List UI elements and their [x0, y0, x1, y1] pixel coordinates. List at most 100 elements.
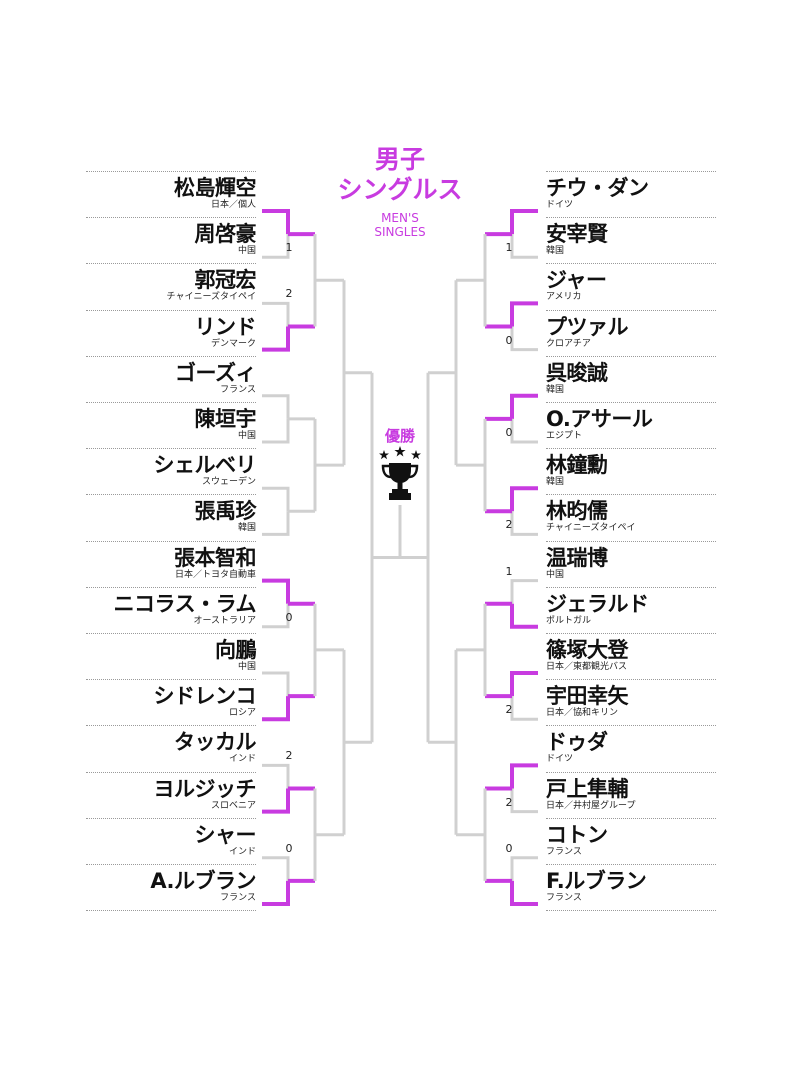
player-entry: 周啓豪中国: [86, 222, 257, 257]
row-divider: [86, 586, 256, 588]
player-country: 日本／協和キリン: [546, 708, 619, 719]
player-country: 中国: [546, 569, 565, 580]
player-country: フランス: [220, 893, 256, 903]
player-entry: タッカルインド: [86, 730, 257, 765]
player-country: 中国: [237, 246, 256, 257]
bracket-arm: [262, 234, 290, 259]
player-entry: 温瑞博中国: [546, 546, 716, 581]
row-divider: [546, 771, 716, 773]
match-score: 0: [505, 426, 513, 439]
player-entry: 向鵬中国: [86, 638, 257, 673]
trophy-icon: [379, 446, 421, 500]
player-entry: シェルベリスウェーデン: [86, 453, 257, 488]
row-divider: [546, 402, 716, 403]
player-name: 張本智和: [174, 545, 257, 570]
player-country: 日本／トヨタ自動車: [174, 569, 256, 580]
bracket-arm: [510, 880, 538, 906]
player-name: 宇田幸矢: [546, 684, 629, 709]
bracket-arm: [510, 209, 538, 235]
row-divider: [86, 355, 256, 357]
player-name: シェルベリ: [153, 453, 257, 478]
row-divider: [546, 217, 716, 219]
player-name: ジャー: [546, 268, 607, 293]
match-score: 0: [505, 841, 513, 855]
player-entry: 宇田幸矢日本／協和キリン: [546, 684, 716, 719]
player-entry: 張本智和日本／トヨタ自動車: [86, 545, 257, 581]
player-entry: ドゥダドイツ: [546, 730, 716, 765]
row-divider: [546, 540, 716, 542]
player-country: ポルトガル: [546, 615, 592, 626]
player-name: 呉晙誠: [546, 360, 608, 385]
player-country: クロアチア: [546, 338, 591, 349]
player-entry: 林鐘勳韓国: [546, 453, 716, 488]
player-entry: 張禹珍韓国: [86, 499, 257, 534]
row-divider: [86, 494, 256, 496]
row-divider: [546, 864, 716, 865]
player-entry: 陳垣宇中国: [86, 407, 257, 442]
row-divider: [86, 171, 256, 172]
player-country: デンマーク: [210, 338, 256, 349]
bracket-arm: [510, 418, 538, 444]
bracket-arm: [510, 511, 538, 536]
row-divider: [86, 817, 256, 819]
player-name: ゴーズィ: [175, 360, 256, 385]
row-divider: [546, 171, 716, 172]
player-country: チャイニーズタイペイ: [546, 523, 636, 534]
player-entry: 篠塚大登日本／東都観光バス: [546, 638, 716, 673]
bracket-arm: [510, 763, 538, 789]
bracket-arm: [262, 511, 290, 536]
row-divider: [86, 448, 256, 450]
player-name: 陳垣宇: [194, 407, 257, 431]
bracket-arm: [510, 696, 538, 721]
match-score: 2: [505, 703, 513, 717]
player-entry: ゴーズィフランス: [86, 361, 256, 396]
player-name: 安宰賢: [546, 222, 608, 247]
row-divider: [546, 817, 716, 819]
player-entry: 戸上隼輔日本／井村屋グループ: [546, 777, 716, 812]
player-country: オーストラリア: [193, 615, 256, 626]
bracket-arm: [262, 326, 290, 352]
player-name: シャー: [194, 822, 257, 847]
row-divider: [86, 771, 256, 773]
player-name: チウ・ダン: [546, 176, 649, 200]
player-entry: 林昀儒チャイニーズタイペイ: [546, 499, 716, 534]
player-name: F.ルブラン: [546, 869, 647, 893]
player-entry: 郭冠宏チャイニーズタイペイ: [86, 268, 257, 303]
row-divider: [86, 864, 256, 865]
player-entry: ジェラルドポルトガル: [546, 592, 716, 627]
bracket-arm: [510, 393, 538, 419]
player-country: 韓国: [546, 384, 565, 395]
player-name: O.アサール: [546, 407, 653, 431]
player-entry: 呉晙誠韓国: [546, 361, 716, 396]
row-divider: [546, 494, 716, 496]
player-entry: ヨルジッチスロベニア: [86, 777, 257, 812]
player-country: チャイニーズタイペイ: [166, 292, 256, 303]
bracket-arm: [262, 856, 290, 881]
row-divider: [546, 679, 716, 681]
row-divider: [86, 263, 256, 265]
player-country: 日本／東都観光バス: [546, 662, 628, 672]
row-divider: [546, 263, 716, 265]
row-divider: [86, 309, 256, 311]
player-name: 林昀儒: [546, 499, 608, 524]
bracket-arm: [262, 788, 290, 814]
player-country: ドイツ: [546, 200, 574, 210]
row-divider: [86, 217, 256, 219]
player-name: 周啓豪: [194, 222, 257, 247]
player-country: 中国: [237, 662, 256, 672]
player-name: 温瑞博: [546, 545, 608, 570]
bracket-arm: [262, 578, 290, 604]
player-country: インド: [228, 846, 256, 857]
player-country: スウェーデン: [201, 477, 256, 488]
bracket-arm: [510, 603, 538, 629]
player-entry: シドレンコロシア: [86, 684, 257, 719]
player-entry: F.ルブランフランス: [546, 869, 716, 904]
row-divider: [86, 910, 256, 912]
row-divider: [546, 910, 716, 912]
row-divider: [546, 448, 716, 450]
bracket-arm: [262, 671, 290, 697]
bracket-arm: [262, 603, 290, 629]
player-entry: ニコラス・ラムオーストラリア: [86, 592, 257, 627]
bracket-arm: [262, 394, 290, 419]
player-name: 向鵬: [215, 638, 257, 662]
